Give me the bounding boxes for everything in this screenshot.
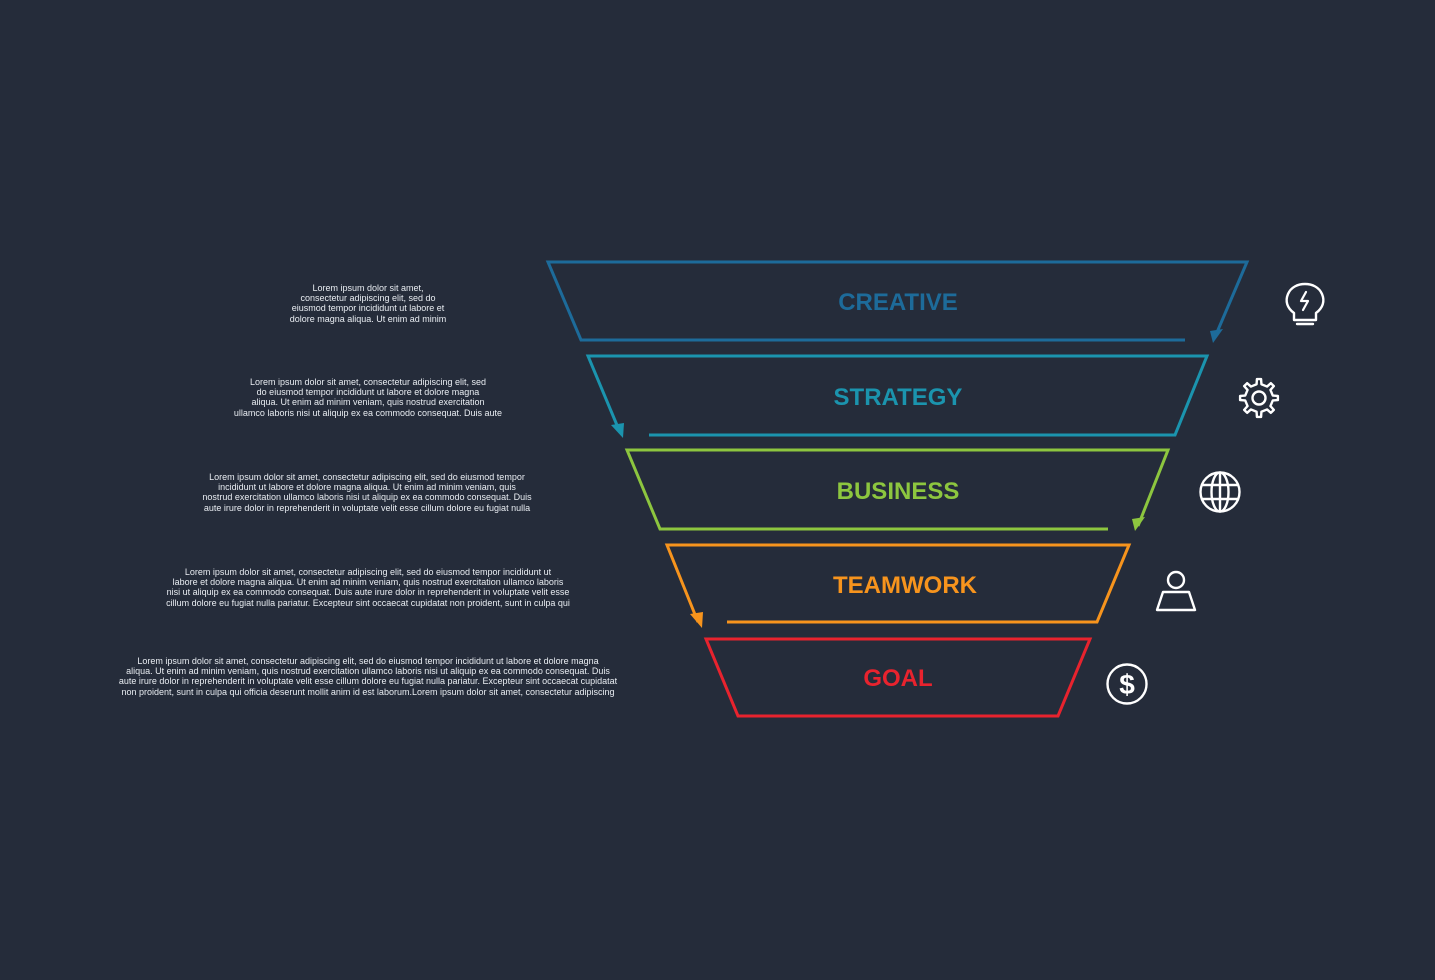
stage-outline: [585, 354, 1210, 437]
stage-label: CREATIVE: [838, 289, 958, 316]
dollar-sign: $: [1119, 669, 1135, 700]
description-line: dolore magna aliqua. Ut enim ad minim: [289, 313, 447, 324]
stage-description-business: Lorem ipsum dolor sit amet, consectetur …: [167, 472, 567, 513]
arrowhead: [1210, 329, 1223, 343]
globe-icon: [1199, 471, 1241, 513]
funnel-stage-creative: CREATIVE: [545, 260, 1250, 343]
arrowhead: [611, 423, 624, 438]
description-line: cillum dolore eu fugiat nulla pariatur. …: [166, 597, 570, 608]
description-line: non proident, sunt in culpa qui officia …: [121, 686, 615, 697]
description-line: Lorem ipsum dolor sit amet,: [312, 283, 424, 293]
stage-description-goal: Lorem ipsum dolor sit amet, consectetur …: [68, 656, 668, 697]
description-line: Lorem ipsum dolor sit amet, consectetur …: [137, 656, 599, 666]
arrowhead: [1132, 517, 1145, 531]
stage-description-teamwork: Lorem ipsum dolor sit amet, consectetur …: [118, 567, 618, 608]
description-line: do eiusmod tempor incididunt ut labore e…: [256, 387, 480, 398]
stage-label: STRATEGY: [834, 384, 963, 411]
funnel-stage-teamwork: TEAMWORK: [664, 543, 1132, 628]
description-line: incididunt ut labore et dolore magna ali…: [218, 482, 516, 493]
description-line: nostrud exercitation ullamco laboris nis…: [202, 492, 532, 503]
user-icon: [1155, 570, 1197, 612]
stage-label: GOAL: [863, 665, 932, 692]
description-line: labore et dolore magna aliqua. Ut enim a…: [172, 577, 564, 588]
gear-icon: [1238, 377, 1280, 419]
arrowhead: [690, 612, 703, 628]
stage-description-strategy: Lorem ipsum dolor sit amet, consectetur …: [168, 377, 568, 418]
stage-label: BUSINESS: [837, 478, 960, 505]
stage-outline: [703, 637, 1093, 718]
description-line: ullamco laboris nisi ut aliquip ex ea co…: [233, 407, 503, 418]
description-line: Lorem ipsum dolor sit amet, consectetur …: [184, 567, 552, 577]
funnel-stage-business: BUSINESS: [624, 448, 1171, 531]
stage-description-creative: Lorem ipsum dolor sit amet, consectetur …: [218, 283, 518, 324]
stage-outline: [545, 260, 1250, 342]
stage-outline: [664, 543, 1132, 624]
stage-label: TEAMWORK: [833, 572, 978, 599]
description-line: aliqua. Ut enim ad minim veniam, quis no…: [126, 666, 610, 677]
description-line: aliqua. Ut enim ad minim veniam, quis no…: [251, 397, 485, 408]
funnel-stage-goal: GOAL: [703, 637, 1093, 718]
description-line: aute irure dolor in reprehenderit in vol…: [118, 676, 618, 687]
description-line: nisi ut aliquip ex ea commodo consequat.…: [166, 587, 570, 598]
description-line: Lorem ipsum dolor sit amet, consectetur …: [209, 472, 525, 482]
dollar-icon: $: [1106, 663, 1148, 705]
funnel-stage-strategy: STRATEGY: [585, 354, 1210, 438]
description-line: consectetur adipiscing elit, sed do: [300, 293, 436, 304]
description-line: aute irure dolor in reprehenderit in vol…: [203, 502, 531, 513]
description-line: Lorem ipsum dolor sit amet, consectetur …: [249, 377, 487, 387]
stage-outline: [624, 448, 1171, 531]
lightbulb-icon: [1285, 282, 1325, 326]
description-line: eiusmod tempor incididunt ut labore et: [291, 303, 445, 314]
